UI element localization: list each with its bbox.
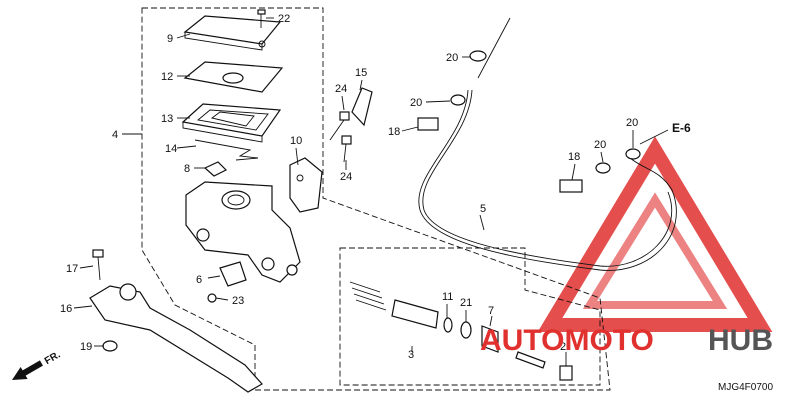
front-direction-arrow: FR. (12, 349, 63, 380)
callout-3: 3 (408, 349, 414, 361)
callout-21: 21 (460, 297, 472, 309)
callout-14: 14 (165, 143, 177, 155)
rod-cap (559, 365, 573, 381)
callout-23: 23 (232, 295, 244, 307)
diaphragm-plate (183, 61, 284, 93)
switch-screw (207, 293, 217, 303)
diaphragm (181, 103, 282, 143)
callout-13: 13 (161, 113, 173, 125)
seal-11 (443, 317, 453, 333)
callout-24-upper: 24 (335, 83, 347, 95)
piston-spring (349, 281, 387, 311)
sealing-washer-3 (595, 162, 611, 174)
callout-18-right: 18 (568, 151, 580, 163)
callout-20-right-a: 20 (594, 139, 606, 151)
callout-22: 22 (278, 13, 290, 25)
seal-21 (460, 321, 472, 339)
reservoir-cap (183, 15, 282, 51)
push-rod (515, 351, 546, 369)
callout-17: 17 (66, 263, 78, 275)
callout-10: 10 (290, 135, 302, 147)
callout-16: 16 (60, 303, 72, 315)
watermark-text: AUTOMOTO HUB (480, 324, 773, 357)
callout-8: 8 (184, 163, 190, 175)
piston (391, 299, 439, 329)
sealing-washer-2 (450, 94, 466, 106)
sealing-washer-1 (469, 50, 487, 62)
dust-boot (351, 87, 373, 127)
callout-9: 9 (167, 33, 173, 45)
master-cylinder-body (185, 181, 301, 283)
watermark-part1: AUTOMOTO (480, 324, 654, 357)
float-spring (194, 139, 259, 161)
watermark-logo (537, 136, 773, 332)
callout-11: 11 (442, 291, 453, 303)
callout-20-right-b: 20 (626, 117, 638, 129)
brake-lever (89, 283, 263, 393)
lever-pivot-bolt (92, 249, 104, 281)
callout-20-top: 20 (446, 52, 458, 64)
callout-20-mid: 20 (410, 97, 422, 109)
watermark-part2: HUB (708, 324, 773, 357)
callout-15: 15 (355, 67, 367, 79)
callout-2: 2 (560, 341, 566, 353)
callout-19: 19 (80, 341, 92, 353)
master-cylinder-assembly-boundary (141, 7, 611, 391)
brake-switch (219, 261, 247, 287)
callout-24-lower: 24 (340, 171, 352, 183)
push-rod-boot (481, 325, 499, 353)
diagram-code: MJG4F0700 (718, 382, 773, 393)
front-marker-label: FR. (43, 349, 63, 367)
holder-bolt-upper (329, 111, 350, 141)
holder-bracket (289, 157, 323, 213)
callout-5: 5 (480, 203, 486, 215)
leader-lines (73, 17, 669, 366)
sealing-washer-4 (625, 148, 641, 160)
callout-6: 6 (196, 274, 202, 286)
oil-bolt-2 (559, 179, 583, 193)
piston-kit-boundary (339, 247, 601, 386)
callout-4: 4 (112, 129, 118, 141)
holder-bolt-lower (341, 135, 352, 163)
cap-screw (257, 9, 266, 28)
brake-hose (418, 17, 677, 271)
callout-7: 7 (488, 305, 494, 317)
oil-bolt-1 (417, 117, 439, 131)
pivot-nut (102, 340, 118, 352)
clip (203, 161, 228, 177)
callout-18-left: 18 (388, 126, 400, 138)
reference-e6: E-6 (672, 121, 691, 135)
callout-12: 12 (161, 71, 173, 83)
